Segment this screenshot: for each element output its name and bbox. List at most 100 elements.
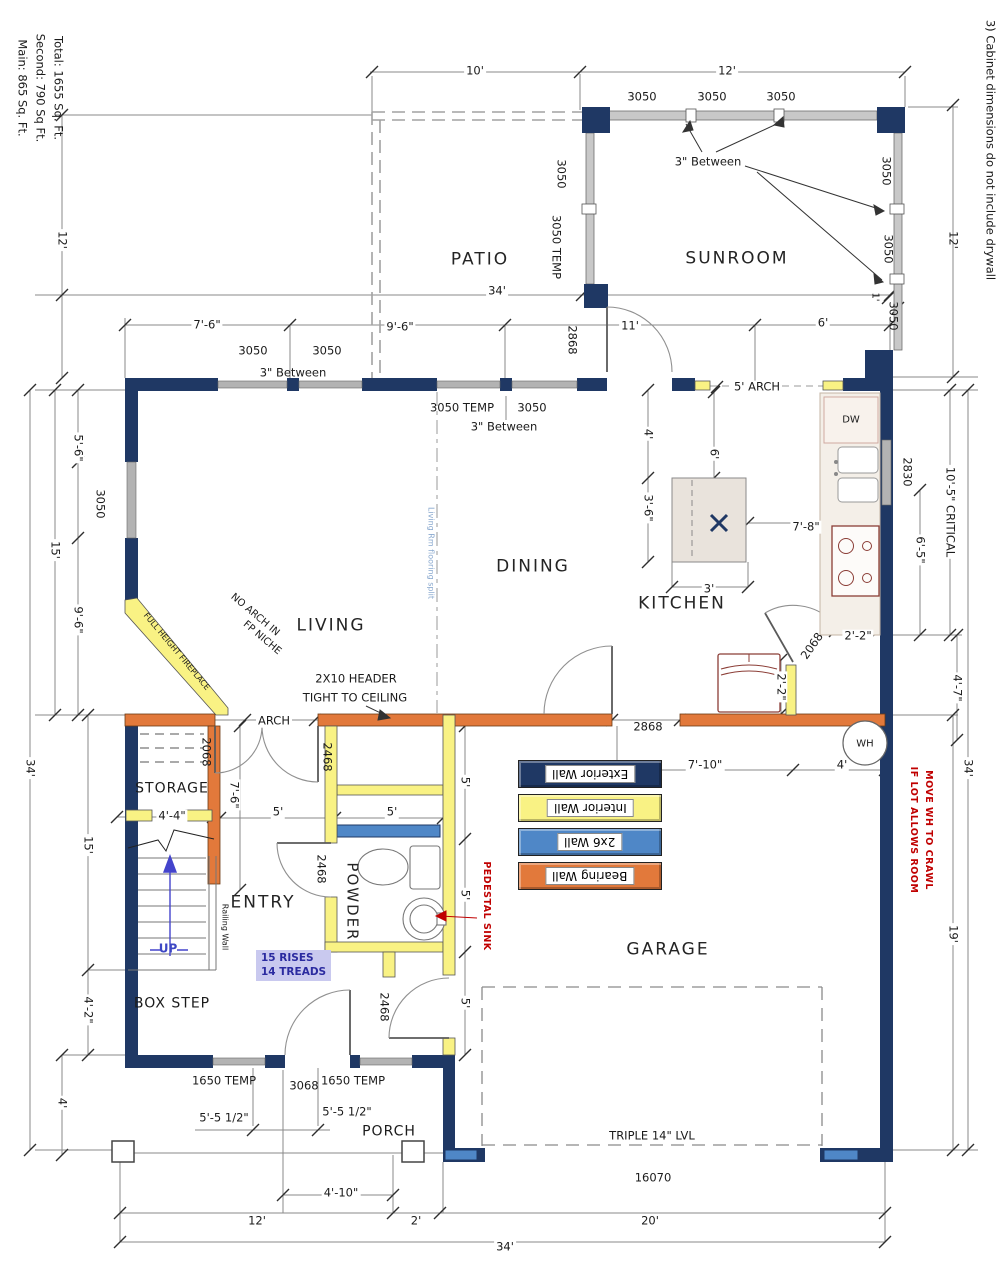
room-entry: ENTRY xyxy=(230,892,296,913)
room-dining: DINING xyxy=(496,556,570,577)
porch-post xyxy=(111,1140,135,1163)
door-2468-garage: 2468 xyxy=(377,992,392,1022)
dim-5-powder: 5' xyxy=(384,804,400,819)
dim-5-v2: 5' xyxy=(458,887,473,903)
walls-bearing xyxy=(124,713,886,885)
window-1650-temp: 1650 TEMP xyxy=(191,1073,257,1088)
window-3050: 3050 xyxy=(517,400,547,415)
dim-left-15: 15' xyxy=(48,539,63,561)
garage-door-16070: 16070 xyxy=(634,1170,672,1185)
door-swings xyxy=(214,306,834,1056)
dim-left-4: 4' xyxy=(55,1095,70,1111)
door-2868-sunroom: 2868 xyxy=(565,325,580,355)
room-storage: STORAGE xyxy=(135,780,209,797)
dim-left-4-2: 4'-2" xyxy=(81,994,96,1026)
walls-interior xyxy=(124,380,881,1056)
windows xyxy=(126,380,892,1066)
dim-bottom-2: 2' xyxy=(410,1213,422,1228)
walls-2x6 xyxy=(336,824,859,1161)
kitchen-counter xyxy=(819,392,881,636)
titleblock-main-sqft: Main: 865 Sq. Ft. xyxy=(15,39,30,137)
dim-overall-width-top: 34' xyxy=(486,283,508,298)
stairs-up-label: UP xyxy=(158,941,178,956)
dim-right-10-5-critical: 10'-5" CRITICAL xyxy=(943,464,958,560)
door-2468-powder: 2468 xyxy=(314,854,329,884)
dim-2-2: 2'-2" xyxy=(774,671,789,703)
arch-5ft: 5' ARCH xyxy=(731,379,783,394)
dishwasher xyxy=(823,396,879,444)
room-sunroom: SUNROOM xyxy=(685,248,789,269)
titleblock-total-sqft: Total: 1655 Sq. Ft. xyxy=(51,36,66,140)
patio-outline xyxy=(371,111,582,378)
dim-entry-7-6: 7'-6" xyxy=(227,779,242,811)
note-rises-treads: 15 RISES 14 TREADS xyxy=(256,950,332,982)
dim-island-6: 6' xyxy=(707,446,722,462)
dishwasher-label: DW xyxy=(842,414,860,426)
note-2x10-header: 2X10 HEADER xyxy=(315,671,397,686)
legend-bearing-wall: Bearing Wall xyxy=(518,862,662,890)
dim-island-4: 4' xyxy=(641,426,656,442)
note-triple-lvl: TRIPLE 14" LVL xyxy=(607,1128,697,1143)
dim-6: 6' xyxy=(815,315,831,330)
window-3050-temp: 3050 TEMP xyxy=(549,214,564,280)
dim-5-closet: 5' xyxy=(270,804,286,819)
legend-2x6-wall: 2x6 Wall xyxy=(518,828,662,856)
note-pedestal-sink: PEDESTAL SINK xyxy=(481,861,493,951)
porch xyxy=(111,1140,443,1163)
window-3050-left: 3050 xyxy=(93,487,108,521)
porch-post xyxy=(401,1140,425,1163)
dim-5-5-half: 5'-5 1/2" xyxy=(199,1110,249,1125)
garage-door-dashed xyxy=(481,986,823,1146)
window-3050: 3050 xyxy=(886,301,901,331)
refrigerator xyxy=(717,653,781,713)
cabinet-note: 3) Cabinet dimensions do not include dry… xyxy=(983,19,998,281)
dim-7-6: 7'-6" xyxy=(191,317,223,332)
legend-exterior-wall: Exterior Wall xyxy=(518,760,662,788)
dim-bottom-34: 34' xyxy=(494,1239,516,1254)
note-move-wh-2: IF LOT ALLOWS ROOM xyxy=(908,766,920,894)
window-3050: 3050 xyxy=(881,234,896,264)
note-2x10-header-2: TIGHT TO CEILING xyxy=(302,690,408,705)
window-3050: 3050 xyxy=(554,159,569,189)
window-3050: 3050 xyxy=(697,89,727,104)
fireplace-wall xyxy=(124,597,229,716)
room-porch: PORCH xyxy=(362,1123,416,1140)
toilet-tank xyxy=(409,845,441,890)
room-kitchen: KITCHEN xyxy=(638,593,726,614)
window-3050-temp: 3050 TEMP xyxy=(429,400,495,415)
flooring-split-line xyxy=(436,385,823,713)
dim-left-5-6: 5'-6" xyxy=(71,432,86,464)
dim-5-v3: 5' xyxy=(458,995,473,1011)
dim-4-wh: 4' xyxy=(834,757,850,772)
window-3050: 3050 xyxy=(879,156,894,186)
window-1650-temp: 1650 TEMP xyxy=(320,1073,386,1088)
dim-1ft: 1' xyxy=(869,292,881,302)
island-x-mark xyxy=(709,513,729,533)
window-3050: 3050 xyxy=(766,89,796,104)
note-rises: 15 RISES xyxy=(261,952,314,964)
dim-right-4-7: 4'-7" xyxy=(950,672,965,704)
dim-bottom-12: 12' xyxy=(248,1213,266,1228)
legend-bearing-wall-label: Bearing Wall xyxy=(545,867,635,885)
note-3in-between: 3" Between xyxy=(470,419,538,434)
window-2830: 2830 xyxy=(900,457,915,487)
toilet-bowl xyxy=(357,848,409,886)
titleblock-second-sqft: Second: 790 Sq Ft. xyxy=(33,33,48,143)
dim-2-2: 2'-2" xyxy=(842,628,874,643)
dim-right-34: 34' xyxy=(961,757,976,779)
kitchen-sink-basin-2 xyxy=(837,477,879,503)
note-treads: 14 TREADS xyxy=(261,965,327,978)
dim-island-3-6: 3'-6" xyxy=(641,492,656,524)
door-2468-closet: 2468 xyxy=(320,742,335,772)
stairs xyxy=(127,733,217,971)
dim-sunroom-width: 12' xyxy=(716,63,738,78)
legend-exterior-wall-label: Exterior Wall xyxy=(544,765,636,783)
wall-legend: Exterior Wall Interior Wall 2x6 Wall Bea… xyxy=(518,760,662,890)
arch-label: ARCH xyxy=(256,713,292,728)
up-arrow xyxy=(150,854,188,956)
water-heater xyxy=(842,720,888,766)
note-flooring-split: Living Rm flooring split xyxy=(426,506,436,600)
dim-left-12: 12' xyxy=(55,229,70,251)
